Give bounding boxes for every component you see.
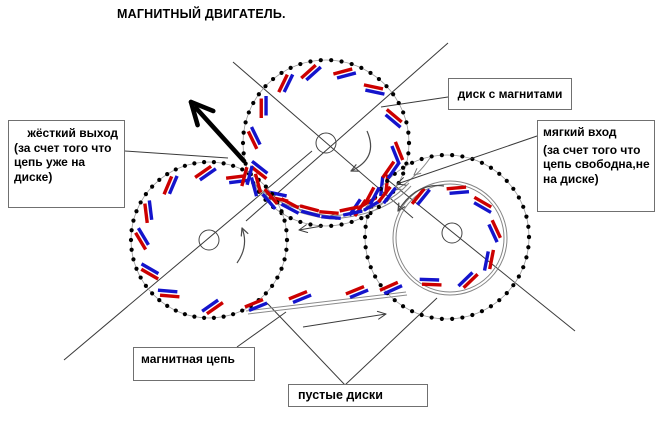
label-magnetic-chain: магнитная цепь — [133, 347, 255, 381]
soft-entry-note: (за счет того что цепь свободна,не на ди… — [543, 142, 650, 186]
empty-disks-text: пустые диски — [298, 388, 383, 402]
soft-entry-title: мягкий вход — [543, 125, 617, 139]
page-title: МАГНИТНЫЙ ДВИГАТЕЛЬ. — [117, 7, 286, 21]
label-disk-with-magnets: диск с магнитами — [448, 78, 572, 110]
hard-exit-title: жёсткий выход — [27, 126, 118, 140]
magnetic-chain-text: магнитная цепь — [141, 352, 235, 366]
label-hard-exit: жёсткий выход (за счет того что цепь уже… — [8, 120, 125, 208]
label-empty-disks: пустые диски — [288, 384, 428, 407]
label-soft-entry: мягкий вход (за счет того что цепь свобо… — [537, 120, 655, 212]
label-disk-with-magnets-text: диск с магнитами — [457, 86, 563, 101]
hard-exit-note: (за счет того что цепь уже на диске) — [14, 140, 112, 184]
